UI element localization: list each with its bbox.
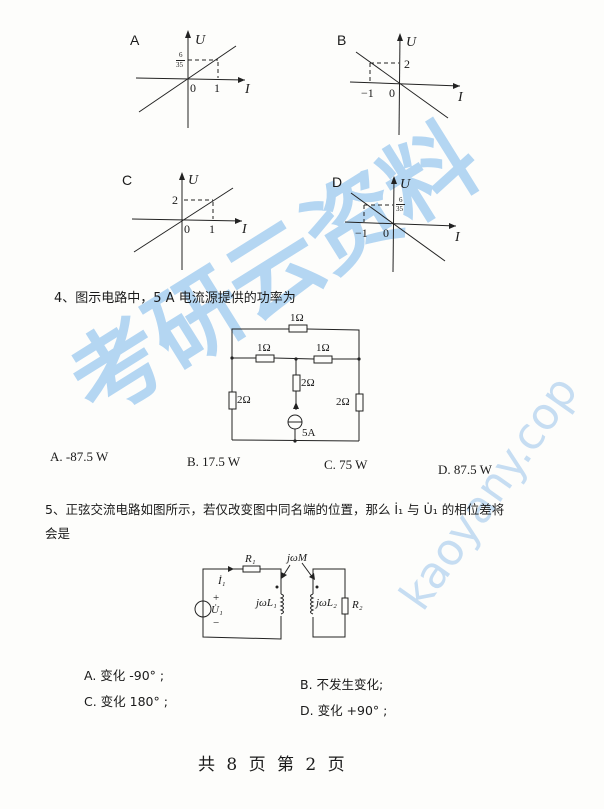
graph-a-x-tick: 1 <box>214 81 220 95</box>
page-footer: 共 8 页 第 2 页 <box>198 755 348 775</box>
graph-d-x-tick: −1 <box>355 226 368 240</box>
graph-c-u-axis: U <box>188 173 199 188</box>
q4-r-left: 2Ω <box>237 394 251 406</box>
q4-r-top: 1Ω <box>290 312 304 324</box>
watermark-url: kaoyany.cop <box>390 366 588 620</box>
graph-d-frac-bar <box>396 204 405 205</box>
q5-minus: − <box>213 617 220 629</box>
graph-d-y-tick-num: 6 <box>399 196 403 204</box>
graph-a-y-tick-den: 35 <box>176 61 183 69</box>
q5-i1-label: İ₁ <box>218 575 226 587</box>
q5-l2-label: jωL₂ <box>316 597 337 609</box>
graph-d-i-axis: I <box>455 230 460 245</box>
q4-option-b[interactable]: B. 17.5 W <box>187 454 241 469</box>
graph-a-y-tick-num: 6 <box>179 51 183 59</box>
q4-source-label: 5A <box>302 427 316 439</box>
graph-d-y-tick-den: 35 <box>396 205 403 213</box>
graph-a-origin: 0 <box>190 81 196 95</box>
graph-c-y-tick: 2 <box>172 193 178 207</box>
graph-c-label: C <box>122 172 133 188</box>
q4-r-right: 2Ω <box>336 396 350 408</box>
graph-b-u-axis: U <box>406 35 417 50</box>
q5-u1-label: U̇₁ <box>211 604 223 616</box>
q4-r-mid-right: 1Ω <box>316 342 330 354</box>
q4-option-d[interactable]: D. 87.5 W <box>438 462 492 477</box>
graph-a-label: A <box>130 32 140 48</box>
q5-mutual-label: jωM <box>287 552 307 564</box>
q4-r-center: 2Ω <box>301 377 315 389</box>
q5-option-b[interactable]: B. 不发生变化; <box>300 677 384 692</box>
q5-question-line2: 会是 <box>45 526 71 541</box>
graph-b-label: B <box>337 32 347 48</box>
q5-option-a[interactable]: A. 变化 -90° ; <box>84 668 165 683</box>
graph-d-label: D <box>332 174 343 190</box>
graph-d-u-axis: U <box>400 177 411 192</box>
watermark-cn: 考研云资料 <box>51 104 498 439</box>
graph-b-i-axis: I <box>458 90 463 105</box>
graph-a-i-axis: I <box>245 82 250 97</box>
graph-d-origin: 0 <box>383 226 389 240</box>
graph-b-y-tick: 2 <box>404 57 410 71</box>
graph-a-u-axis: U <box>195 33 206 48</box>
q5-r2-label: R₂ <box>352 599 363 611</box>
graph-c-origin: 0 <box>184 222 190 236</box>
q5-plus: + <box>213 592 220 604</box>
q4-r-mid-left: 1Ω <box>257 342 271 354</box>
q4-option-c[interactable]: C. 75 W <box>324 457 368 472</box>
graph-a-frac-bar <box>176 60 185 61</box>
q5-r1-label: R₁ <box>245 553 256 565</box>
q5-option-d[interactable]: D. 变化 +90° ; <box>300 703 388 718</box>
graph-c-x-tick: 1 <box>209 222 215 236</box>
q5-question-line1: 5、正弦交流电路如图所示，若仅改变图中同名端的位置，那么 İ₁ 与 U̇₁ 的相… <box>45 502 505 517</box>
q5-option-c[interactable]: C. 变化 180° ; <box>84 694 168 709</box>
graph-c-i-axis: I <box>242 222 247 237</box>
q4-question: 4、图示电路中，5 A 电流源提供的功率为 <box>54 291 296 306</box>
graph-b-x-tick: −1 <box>361 86 374 100</box>
q5-l1-label: jωL₁ <box>256 597 277 609</box>
graph-b-origin: 0 <box>389 86 395 100</box>
q4-option-a[interactable]: A. -87.5 W <box>50 449 109 464</box>
